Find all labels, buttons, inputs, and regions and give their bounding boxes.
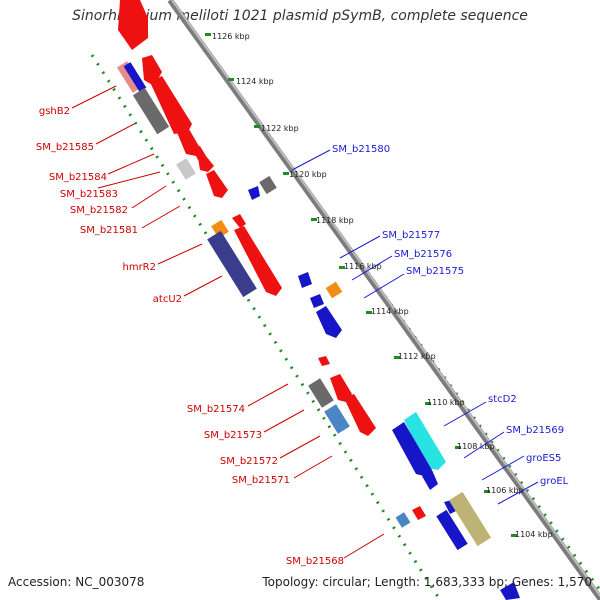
gene-arrow[interactable] [123,62,147,92]
gene-arrow[interactable] [150,76,192,134]
kbp-label: 1118 kbp [316,216,354,225]
gene-arrow[interactable] [422,470,438,490]
kbp-ticks [205,33,517,537]
gene-label[interactable]: SM_b21573 [204,430,262,441]
gene-label[interactable]: SM_b21569 [506,425,564,436]
gene-arrow[interactable] [308,378,334,408]
gene-arrow[interactable] [234,226,282,296]
gene-arrow[interactable] [198,156,214,172]
gene-arrow[interactable] [412,506,426,520]
gene-arrow[interactable] [298,272,312,288]
gene-label[interactable]: SM_b21568 [286,556,344,567]
gene-label[interactable]: SM_b21574 [187,404,245,415]
gene-arrow[interactable] [444,500,458,514]
gene-label[interactable]: gshB2 [39,106,70,117]
gene-label[interactable]: hmrR2 [122,262,156,273]
forward-label-connectors [71,85,385,559]
accession-text: Accession: NC_003078 [8,575,145,589]
forward-gene-labels: gshB2 SM_b21585 SM_b21584 SM_b21583 SM_b… [36,106,344,567]
gene-arrow[interactable] [232,214,246,228]
gene-label[interactable]: groES5 [526,453,561,464]
kbp-label: 1116 kbp [344,262,382,271]
gene-arrow[interactable] [318,356,330,366]
gene-label[interactable]: atcU2 [153,294,182,305]
gene-label[interactable]: SM_b21585 [36,142,94,153]
gene-arrow[interactable] [436,509,468,551]
gene-label[interactable]: stcD2 [488,394,517,405]
gene-arrow[interactable] [324,404,350,434]
gene-label[interactable]: SM_b21576 [394,249,452,260]
gene-arrow[interactable] [344,394,376,436]
kbp-label: 1114 kbp [371,307,409,316]
reverse-label-connectors [291,149,539,505]
gene-arrow[interactable] [248,186,260,200]
gene-label[interactable]: SM_b21582 [70,205,128,216]
gene-label[interactable]: SM_b21575 [406,266,464,277]
gene-arrow[interactable] [142,55,162,86]
gene-label[interactable]: SM_b21581 [80,225,138,236]
gene-arrow[interactable] [132,87,170,135]
gene-arrow[interactable] [192,146,206,160]
gene-arrow[interactable] [325,281,343,299]
gene-arrow[interactable] [404,412,446,470]
gene-label[interactable]: SM_b21580 [332,144,390,155]
summary-text: Topology: circular; Length: 1,683,333 bp… [262,575,592,589]
backbone-line [167,0,600,600]
reverse-genes [248,175,520,600]
gene-arrow[interactable] [395,512,411,528]
kbp-label: 1104 kbp [515,530,553,539]
gene-label[interactable]: SM_b21577 [382,230,440,241]
kbp-label: 1122 kbp [261,124,299,133]
gene-arrow[interactable] [392,422,432,476]
kbp-label: 1112 kbp [398,352,436,361]
gene-arrow[interactable] [118,0,148,50]
gene-arrow[interactable] [448,491,492,547]
gene-arrow[interactable] [211,219,229,239]
gene-label[interactable]: groEL [540,476,569,487]
gene-arrow[interactable] [259,175,277,195]
gene-label[interactable]: SM_b21583 [60,189,118,200]
kbp-label: 1126 kbp [212,32,250,41]
reverse-gene-labels: SM_b21580 SM_b21577 SM_b21576 SM_b21575 … [332,144,569,487]
gene-arrow[interactable] [316,306,342,338]
backbone-highlight [171,0,600,598]
gene-arrow[interactable] [310,294,324,308]
gene-arrow[interactable] [206,170,228,198]
forward-genes [116,0,426,528]
gene-label[interactable]: SM_b21571 [232,475,290,486]
gene-arrow[interactable] [207,230,257,298]
kbp-label: 1106 kbp [486,486,524,495]
kbp-label: 1120 kbp [289,170,327,179]
gene-label[interactable]: SM_b21584 [49,172,107,183]
kbp-label: 1110 kbp [427,398,465,407]
kbp-label: 1108 kbp [457,442,495,451]
gene-arrow[interactable] [330,374,352,402]
kbp-label: 1124 kbp [236,77,274,86]
gene-arrow[interactable] [176,158,196,180]
gene-label[interactable]: SM_b21572 [220,456,278,467]
gene-arrow[interactable] [500,582,520,600]
